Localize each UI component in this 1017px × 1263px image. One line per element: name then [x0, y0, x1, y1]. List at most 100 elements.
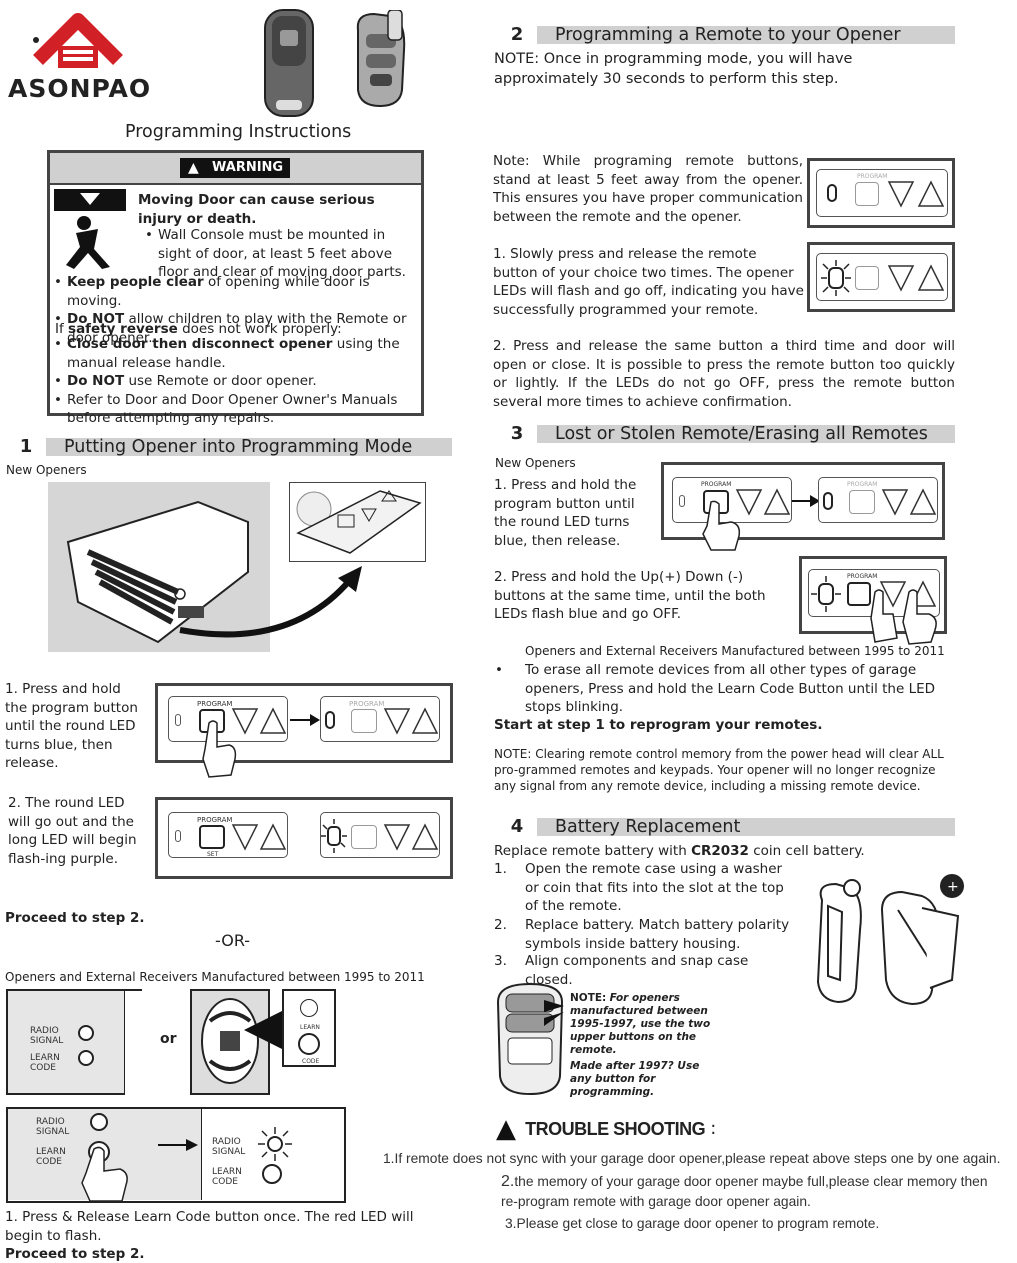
s3-start: Start at step 1 to reprogram your remote…: [494, 717, 823, 733]
two-fingers-pressing-icon: [870, 589, 937, 645]
panel-before: PROGRAM SET: [168, 812, 288, 858]
flashing-led-icon: [258, 1127, 292, 1161]
s1-new-openers: New Openers: [6, 463, 87, 477]
up-down-buttons-icon[interactable]: [887, 264, 945, 292]
s3-step1: 1. Press and hold the program button unt…: [494, 477, 637, 549]
panel-after: PROGRAM: [320, 696, 440, 742]
learn-code-button[interactable]: [298, 1033, 320, 1055]
control-panel-closeup-icon: [296, 490, 422, 554]
falling-person-icon: [54, 189, 126, 271]
battery-case-illustration: +: [802, 870, 972, 1006]
s3-note: NOTE: Clearing remote control memory fro…: [494, 747, 944, 793]
pointer-triangle-icon: [244, 1010, 284, 1050]
led-round: [175, 830, 181, 842]
panel-before: PROGRAM: [168, 696, 288, 778]
up-down-buttons-icon[interactable]: [887, 180, 945, 208]
s1-proceed: Proceed to step 2.: [5, 910, 145, 926]
remote-buttons-icon: [496, 982, 564, 1096]
learn-step-figure: RADIO SIGNAL LEARN CODE RADIO SIGNAL LEA…: [6, 1107, 346, 1203]
s2-step2: 2. Press and release the same button a t…: [493, 338, 955, 410]
s2-note-distance: Note: While programing remote buttons, s…: [493, 153, 803, 225]
brand-logo: ASONPAO: [8, 10, 152, 105]
section-4-number: 4: [497, 818, 537, 836]
s2-figure-2: [807, 242, 955, 312]
s3-new-openers: New Openers: [495, 456, 576, 470]
warning-header: ▲ WARNING: [50, 153, 421, 185]
s1-learn-step-text: 1. Press & Release Learn Code button onc…: [5, 1209, 414, 1244]
section-4-title: Battery Replacement: [555, 817, 741, 837]
remote-panel: PROGRAM: [816, 169, 948, 217]
remote-panel: PROGRAM: [808, 569, 940, 645]
s3-step2: 2. Press and hold the Up(+) Down (-) but…: [494, 569, 766, 622]
s1-older-openers: Openers and External Receivers Manufactu…: [5, 970, 425, 984]
s4-intro: Replace remote battery with CR2032 coin …: [494, 843, 865, 859]
s4-note: NOTE: For openers manufactured between 1…: [570, 992, 711, 1098]
pressing-finger-icon: [202, 720, 237, 778]
flashing-led-icon: [821, 260, 851, 296]
troubleshooting-title: ▲ TROUBLE SHOOTING :: [496, 1114, 717, 1144]
section-3-number: 3: [497, 425, 537, 443]
s4-step-1: 1. Open the remote case using a washer o…: [494, 861, 784, 914]
radio-signal-led: [90, 1113, 108, 1131]
section-1-number: 1: [6, 438, 46, 456]
section-2-title: Programming a Remote to your Opener: [555, 25, 901, 45]
led-round: [175, 714, 181, 726]
troubleshooting-item-1: 1.If remote does not sync with your gara…: [383, 1151, 1001, 1166]
program-button[interactable]: [351, 709, 377, 733]
up-down-buttons-icon[interactable]: [383, 823, 439, 851]
s1-or-separator: -OR-: [215, 931, 251, 950]
s2-note-top: NOTE: Once in programming mode, you will…: [494, 51, 853, 87]
section-2-header: 2 Programming a Remote to your Opener: [497, 25, 955, 45]
page-title: Programming Instructions: [125, 122, 352, 142]
panel-before: PROGRAM: [672, 477, 792, 551]
callout-arrow: [179, 566, 362, 638]
program-button[interactable]: [855, 266, 879, 290]
s2-figure-1: PROGRAM: [807, 158, 955, 228]
warning-label: WARNING: [212, 160, 284, 175]
program-button[interactable]: [847, 582, 871, 606]
pressing-finger-icon: [702, 500, 741, 551]
garage-opener-icon: [66, 500, 249, 644]
remote-note-illustration: [494, 982, 566, 1096]
led-round-lit: [823, 492, 833, 510]
opener-button-closeup: [289, 482, 426, 562]
pressing-finger-icon: [81, 1146, 128, 1201]
program-button[interactable]: [199, 825, 225, 849]
warning-badge: ▲ WARNING: [180, 158, 290, 178]
s2-step1: 1. Slowly press and release the remote b…: [493, 246, 804, 318]
section-3-title: Lost or Stolen Remote/Erasing all Remote…: [555, 424, 928, 444]
s3-older: Openers and External Receivers Manufactu…: [525, 644, 945, 658]
arrow-right-icon: [290, 714, 320, 726]
opener-illustration: [48, 482, 270, 652]
arrow-right-icon: [158, 1139, 198, 1151]
learn-button-closeup: LEARN CODE: [282, 989, 336, 1067]
troubleshooting-item-3: 3.Please get close to garage door opener…: [505, 1216, 880, 1231]
program-button[interactable]: [351, 825, 377, 849]
troubleshooting-item-2: 2.the memory of your garage door opener …: [501, 1173, 988, 1209]
up-down-buttons-icon[interactable]: [231, 823, 287, 851]
panel-after: PROGRAM: [818, 477, 938, 523]
up-down-buttons-icon[interactable]: [735, 488, 791, 516]
program-button[interactable]: [855, 182, 879, 206]
s4-step-3: 3. Align components and snap case closed…: [494, 953, 749, 988]
s4-step-2: 2. Replace battery. Match battery polari…: [494, 917, 790, 952]
s3-erase-list: To erase all remote devices from all oth…: [493, 661, 953, 717]
s1-step1-figure: PROGRAM PROGRAM: [155, 683, 453, 778]
radio-signal-led: [78, 1025, 94, 1041]
flashing-led-icon: [811, 576, 841, 612]
up-down-buttons-icon[interactable]: [881, 488, 937, 516]
remote-image-clip: [350, 9, 410, 110]
learn-code-button[interactable]: [262, 1164, 282, 1184]
s1-step1-text: 1. Press and hold the program button unt…: [5, 681, 138, 771]
section-3-header: 3 Lost or Stolen Remote/Erasing all Remo…: [497, 424, 955, 444]
receiver-before: RADIO SIGNAL LEARN CODE: [8, 1109, 202, 1201]
up-down-buttons-icon[interactable]: [383, 707, 439, 735]
brand-name: ASONPAO: [8, 74, 152, 103]
arrow-right-icon: [792, 495, 820, 507]
up-down-buttons-icon[interactable]: [231, 707, 287, 735]
section-2-number: 2: [497, 26, 537, 44]
s1-step2-text: 2. The round LED will go out and the lon…: [8, 795, 137, 867]
learn-code-button[interactable]: [78, 1050, 94, 1066]
warning-list-2: Close door then disconnect opener using …: [52, 335, 420, 428]
program-button[interactable]: [849, 490, 875, 514]
